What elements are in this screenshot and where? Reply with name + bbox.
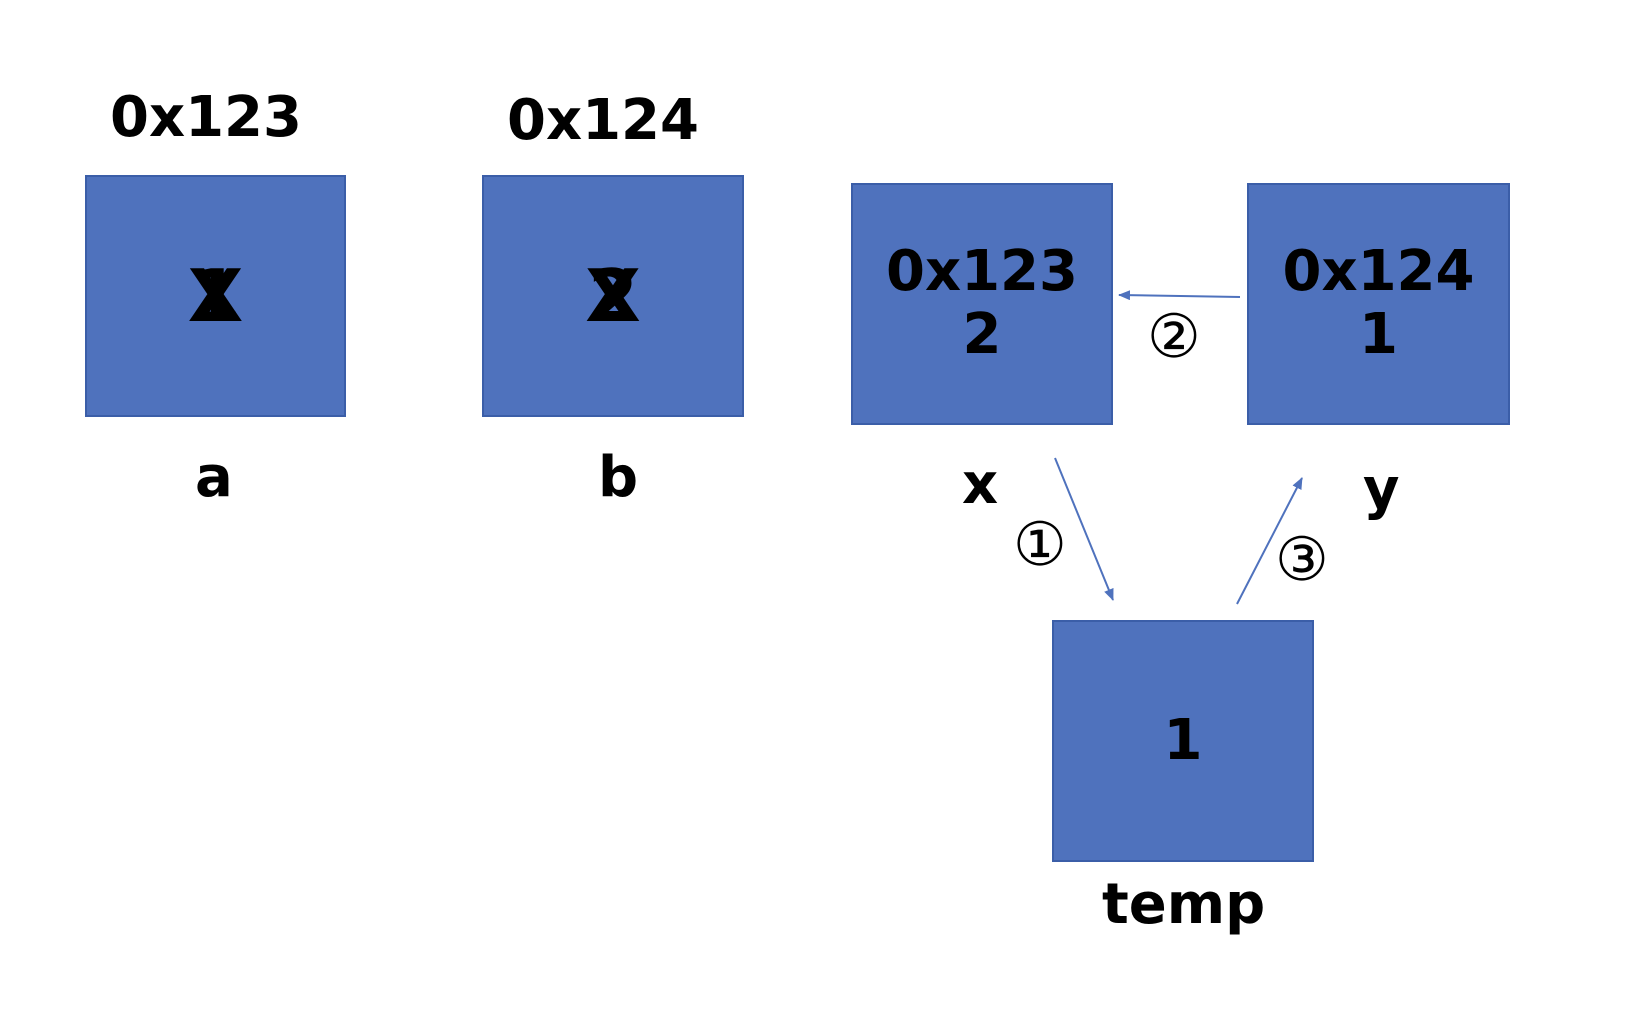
variable-name-b: b — [598, 445, 639, 510]
pointer-box-y: 0x124 1 — [1247, 183, 1510, 425]
pointer-name-y: y — [1363, 457, 1400, 522]
step-marker-three: ③ — [1275, 525, 1329, 595]
variable-box-b: 2 X — [482, 175, 744, 417]
pointer-name-x: x — [962, 452, 999, 517]
arrow-step-two — [1118, 290, 1241, 301]
variable-box-a: 1 X — [85, 175, 346, 417]
overwritten-value-a: 1 X — [176, 254, 256, 338]
arrow-step-three — [1236, 477, 1303, 605]
pointer-y-value-line1: 0x124 — [1282, 239, 1475, 305]
address-label-a: 0x123 — [110, 85, 302, 150]
temp-value: 1 — [1163, 707, 1203, 773]
value-old-a: 1 — [190, 254, 241, 338]
step-marker-one: ① — [1013, 510, 1067, 580]
pointer-y-value-line2: 1 — [1359, 302, 1398, 367]
temp-box: 1 — [1052, 620, 1314, 862]
pointer-x-value-line1: 0x123 — [886, 239, 1078, 305]
address-label-b: 0x124 — [507, 88, 699, 153]
value-new-b: X — [585, 254, 641, 338]
variable-name-a: a — [195, 445, 233, 510]
pointer-box-x: 0x123 2 — [851, 183, 1113, 425]
value-old-b: 2 — [587, 254, 639, 338]
step-marker-two: ② — [1147, 302, 1201, 372]
pointer-x-value-line2: 2 — [962, 302, 1002, 367]
overwritten-value-b: 2 X — [573, 254, 653, 338]
temp-name: temp — [1102, 872, 1266, 937]
value-new-a: X — [187, 254, 244, 338]
arrow-step-one — [1054, 457, 1114, 601]
